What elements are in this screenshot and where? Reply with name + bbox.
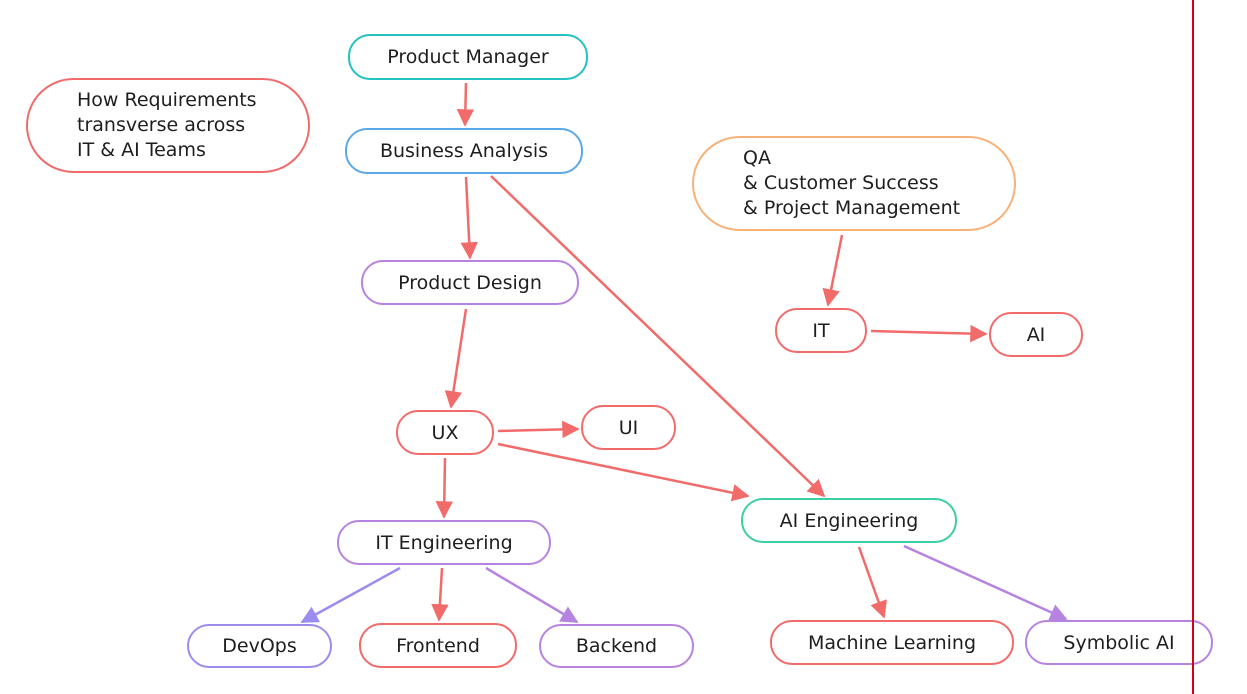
arrow-it-engineering-to-devops (300, 566, 401, 624)
diagram-title-note: How Requirements transverse across IT & … (26, 78, 310, 173)
arrow-product-manager-to-business-analysis (456, 82, 475, 127)
node-product-manager[interactable]: Product Manager (348, 34, 588, 80)
node-machine-learning[interactable]: Machine Learning (770, 620, 1014, 665)
node-ai-label: AI (1026, 323, 1046, 346)
arrow-qa-to-it (822, 234, 844, 307)
arrow-it-to-ai (870, 324, 988, 343)
node-ux-label: UX (431, 421, 459, 444)
node-ai-engineering[interactable]: AI Engineering (741, 498, 957, 543)
node-qa-label: QA & Customer Success & Project Manageme… (743, 147, 961, 219)
node-backend[interactable]: Backend (539, 624, 694, 668)
node-ai-engineering-label: AI Engineering (779, 509, 919, 532)
node-devops-label: DevOps (222, 635, 297, 657)
arrow-business-analysis-to-ai-engineering (490, 175, 826, 498)
node-business-analysis[interactable]: Business Analysis (345, 128, 583, 174)
node-ui-label: UI (618, 416, 639, 439)
node-qa-customer-success-project-management[interactable]: QA & Customer Success & Project Manageme… (692, 136, 1016, 231)
node-it[interactable]: IT (775, 308, 867, 353)
node-machine-learning-label: Machine Learning (807, 631, 977, 654)
node-backend-label: Backend (575, 635, 658, 657)
arrow-ux-to-ui (497, 420, 580, 439)
node-product-design[interactable]: Product Design (361, 260, 579, 305)
arrow-product-design-to-ux (444, 308, 468, 409)
arrow-business-analysis-to-product-design (460, 176, 478, 260)
node-symbolic-ai[interactable]: Symbolic AI (1025, 620, 1213, 665)
right-boundary-line (1192, 0, 1194, 694)
arrow-it-engineering-to-frontend (431, 567, 449, 622)
node-ux[interactable]: UX (396, 410, 494, 455)
node-symbolic-ai-label: Symbolic AI (1063, 631, 1175, 654)
node-frontend-label: Frontend (396, 634, 480, 657)
arrow-ai-engineering-to-symbolic-ai (903, 544, 1068, 621)
node-it-label: IT (812, 319, 830, 342)
node-it-engineering[interactable]: IT Engineering (337, 520, 551, 565)
node-ai[interactable]: AI (989, 312, 1083, 357)
node-ui[interactable]: UI (581, 405, 676, 450)
arrow-ux-to-ai-engineering (497, 442, 750, 502)
arrow-it-engineering-to-backend (485, 566, 579, 624)
node-business-analysis-label: Business Analysis (379, 140, 549, 162)
node-product-manager-label: Product Manager (387, 46, 549, 68)
node-devops[interactable]: DevOps (187, 624, 332, 668)
node-frontend[interactable]: Frontend (359, 623, 517, 668)
node-product-design-label: Product Design (398, 271, 542, 294)
node-it-engineering-label: IT Engineering (375, 531, 513, 554)
arrow-ai-engineering-to-machine-learning (857, 546, 887, 619)
diagram-title-note-text: How Requirements transverse across IT & … (77, 89, 257, 161)
arrow-ux-to-it-engineering (435, 457, 454, 519)
